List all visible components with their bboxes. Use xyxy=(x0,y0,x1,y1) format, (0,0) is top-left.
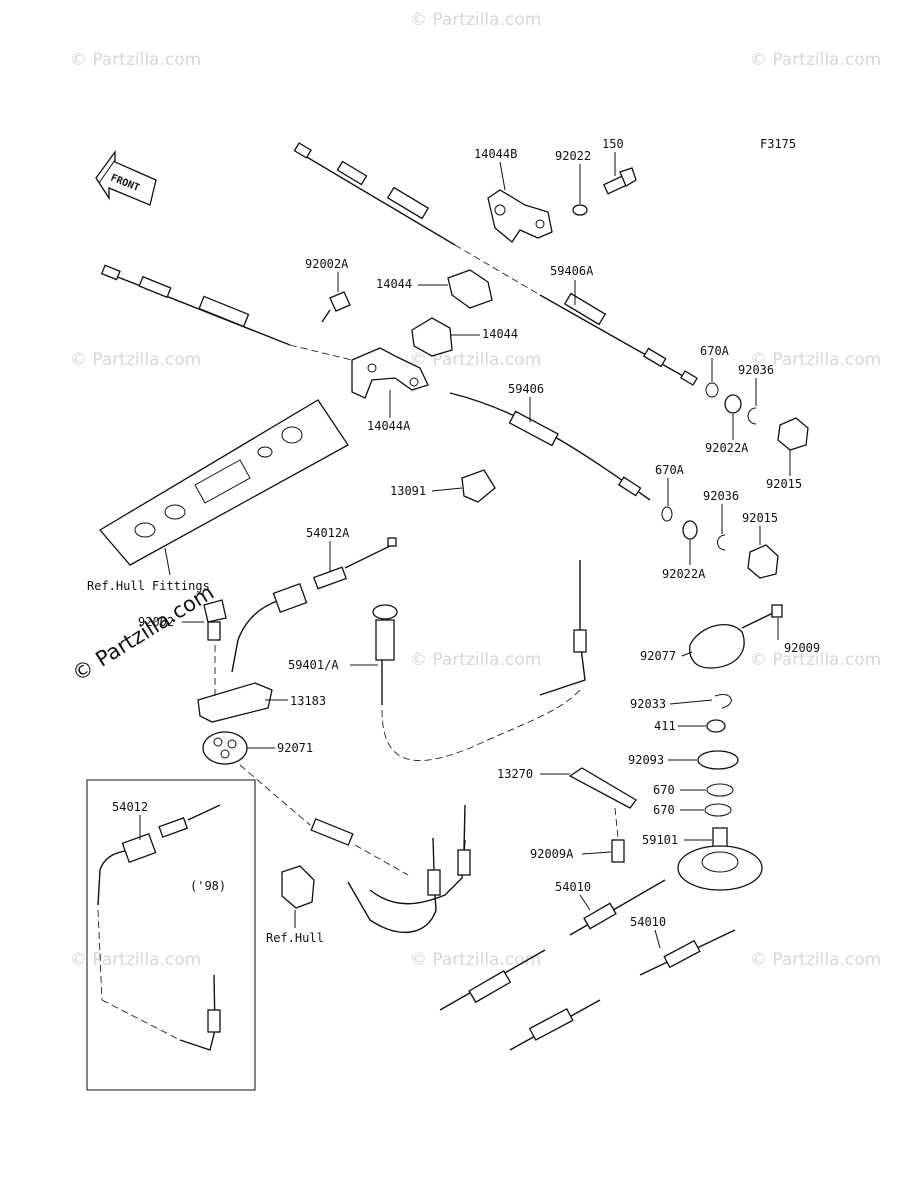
oring-670a-2 xyxy=(661,506,673,522)
label-92009: 92009 xyxy=(784,641,820,655)
strap-13270 xyxy=(568,767,637,809)
inset-note: ('98) xyxy=(190,879,226,893)
watermark: © Partzilla.com xyxy=(750,650,881,670)
callout-labels: 14044B 92022 150 92002A 14044 14044 5940… xyxy=(87,137,820,949)
label-92036-1: 92036 xyxy=(738,363,774,377)
washer-411 xyxy=(706,719,726,733)
label-92022a-2: 92022A xyxy=(662,567,706,581)
watermark-layer: © Partzilla.com © Partzilla.com © Partzi… xyxy=(70,10,881,970)
clip-13091 xyxy=(461,469,496,503)
label-92033: 92033 xyxy=(630,697,666,711)
label-92071: 92071 xyxy=(277,741,313,755)
watermark: © Partzilla.com xyxy=(70,50,201,70)
watermark: © Partzilla.com xyxy=(410,650,541,670)
hull-fittings-plate xyxy=(99,399,349,576)
washer-92022a-2 xyxy=(682,520,698,540)
label-54012: 54012 xyxy=(112,800,148,814)
nut-92015-1 xyxy=(777,417,809,451)
watermark: © Partzilla.com xyxy=(750,350,881,370)
label-670a-2: 670A xyxy=(655,463,685,477)
figure-code: F3175 xyxy=(760,137,796,151)
bolt-150 xyxy=(602,167,637,195)
oring-670-2 xyxy=(704,803,732,817)
screw-92009 xyxy=(741,604,783,629)
watermark: © Partzilla.com xyxy=(410,950,541,970)
label-13183: 13183 xyxy=(290,694,326,708)
oring-670-1 xyxy=(706,783,734,797)
washer-92022a-1 xyxy=(724,394,742,414)
clamp-14044-bottom xyxy=(411,317,453,357)
bracket-14044a xyxy=(351,347,429,399)
label-ref-hull: Ref.Hull xyxy=(266,931,324,945)
watermark: © Partzilla.com xyxy=(70,350,201,370)
nut-92015-2 xyxy=(747,544,779,579)
label-92022: 92022 xyxy=(555,149,591,163)
clip-92036-2 xyxy=(717,534,726,551)
label-59406a: 59406A xyxy=(550,264,594,278)
label-411: 411 xyxy=(654,719,676,733)
cable-59401a xyxy=(372,560,587,762)
label-59406: 59406 xyxy=(508,382,544,396)
watermark: © Partzilla.com xyxy=(750,50,881,70)
watermark: © Partzilla.com xyxy=(750,950,881,970)
label-14044-bottom: 14044 xyxy=(482,327,518,341)
grommet-92071 xyxy=(202,731,248,765)
bolt-92002a xyxy=(321,291,351,323)
label-92002a: 92002A xyxy=(305,257,349,271)
label-150: 150 xyxy=(602,137,624,151)
screw-92009a xyxy=(611,807,625,863)
label-92009a: 92009A xyxy=(530,847,574,861)
cable-59406a xyxy=(293,142,698,386)
label-54010-a: 54010 xyxy=(555,880,591,894)
label-92002: 92002 xyxy=(138,615,174,629)
label-14044a: 14044A xyxy=(367,419,411,433)
plate-13183 xyxy=(197,682,273,723)
label-92022a-1: 92022A xyxy=(705,441,749,455)
clip-92033 xyxy=(714,694,732,709)
cover-92077 xyxy=(689,624,745,669)
watermark: © Partzilla.com xyxy=(410,10,541,30)
label-14044b: 14044B xyxy=(474,147,517,161)
label-ref-hull-fittings: Ref.Hull Fittings xyxy=(87,579,210,593)
label-92036-2: 92036 xyxy=(703,489,739,503)
inset-box-98 xyxy=(86,779,256,1091)
bracket-14044b xyxy=(487,189,553,243)
label-92077: 92077 xyxy=(640,649,676,663)
clamp-14044-top xyxy=(447,269,493,309)
cable-54010-a xyxy=(439,879,666,1011)
label-92015-1: 92015 xyxy=(766,477,802,491)
label-14044-top: 14044 xyxy=(376,277,412,291)
label-13091: 13091 xyxy=(390,484,426,498)
label-54012a: 54012A xyxy=(306,526,350,540)
watermark: © Partzilla.com xyxy=(410,350,541,370)
washer-92093 xyxy=(697,750,739,770)
cable-54010-b xyxy=(509,929,736,1051)
clip-ref-hull xyxy=(281,865,315,909)
front-arrow-icon: FRONT xyxy=(95,150,157,206)
knob-59101 xyxy=(677,827,763,891)
bolt-92002 xyxy=(203,599,227,641)
label-54010-b: 54010 xyxy=(630,915,666,929)
washer-92022 xyxy=(572,204,588,216)
cable-throttle-main xyxy=(239,764,471,934)
label-59401a: 59401/A xyxy=(288,658,339,672)
brand-stamp: © Partzilla.com xyxy=(68,580,218,686)
cable-59406 xyxy=(100,264,651,501)
cable-54012a xyxy=(231,537,397,673)
label-92093: 92093 xyxy=(628,753,664,767)
label-13270: 13270 xyxy=(497,767,533,781)
label-670a-1: 670A xyxy=(700,344,730,358)
label-92015-2: 92015 xyxy=(742,511,778,525)
label-59101: 59101 xyxy=(642,833,678,847)
clip-92036-1 xyxy=(747,407,757,425)
label-670-2: 670 xyxy=(653,803,675,817)
watermark: © Partzilla.com xyxy=(70,950,201,970)
oring-670a-1 xyxy=(705,382,719,398)
label-670-1: 670 xyxy=(653,783,675,797)
